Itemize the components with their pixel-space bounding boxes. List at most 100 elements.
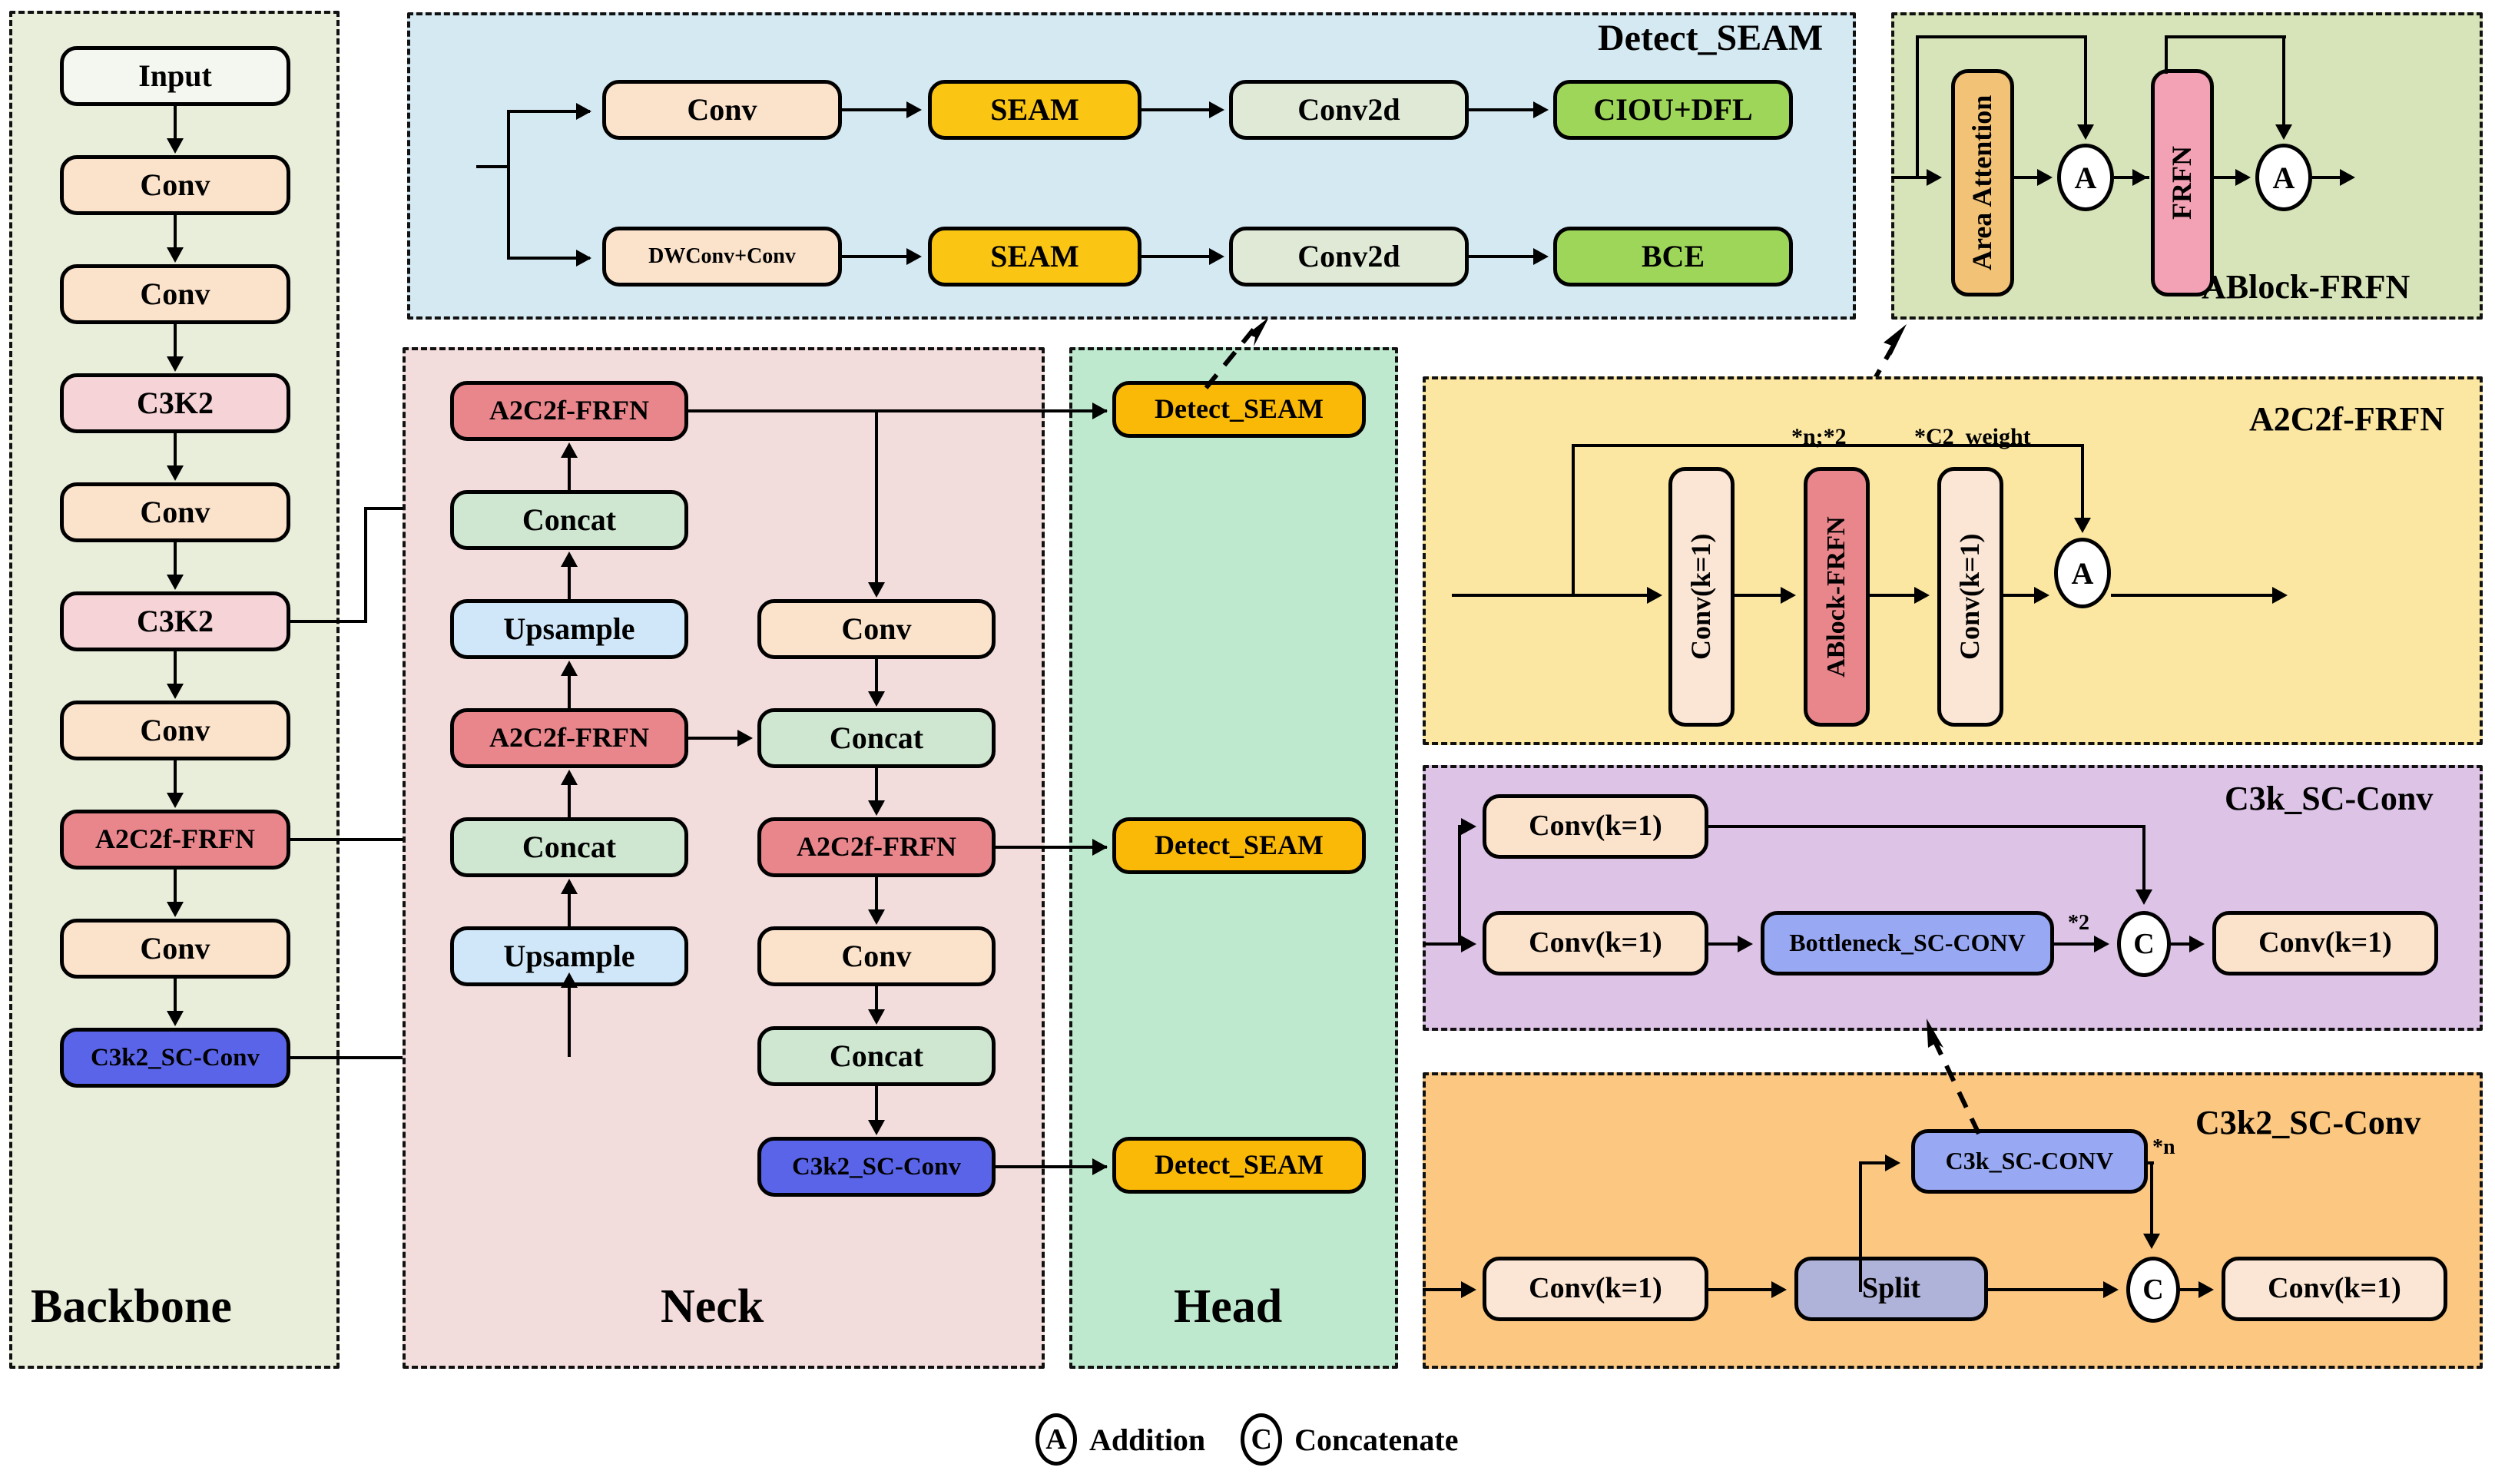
backbone-edge-3 xyxy=(174,324,177,358)
op-label: A xyxy=(2071,555,2094,591)
c3k-top-branch-h xyxy=(1708,825,2145,828)
neck-left-arrowhead-4 xyxy=(561,770,578,785)
ablock-res2-v-left xyxy=(2165,35,2168,74)
backbone-edge-8 xyxy=(174,870,177,903)
op-label: A xyxy=(2272,160,2295,195)
backbone-arrowhead-4 xyxy=(167,465,184,481)
c3k-arrowhead-1 xyxy=(1738,936,1753,952)
c3k2-arrowhead-1 xyxy=(1771,1281,1787,1298)
node-label: Concat xyxy=(522,502,617,537)
detect-seam-panel-label: Detect_SEAM xyxy=(1598,18,1824,58)
node-label: Conv2d xyxy=(1297,239,1400,273)
node-label: Conv xyxy=(140,713,210,747)
neck-left-edge-2 xyxy=(568,567,571,599)
node-label: Upsample xyxy=(503,939,635,973)
head-panel-label: Head xyxy=(1174,1280,1283,1333)
detect-seam-bottom-edge-2 xyxy=(1141,255,1211,258)
detect-seam-top-arrowhead-2 xyxy=(1209,101,1224,118)
detect-seam-bottom-arrowhead-1 xyxy=(906,248,922,265)
detect-seam-split-arrowhead-top xyxy=(576,103,591,120)
node-label: A2C2f-FRFN xyxy=(489,395,649,426)
detect-seam-split-stub xyxy=(476,165,509,168)
legend-addition-icon: A xyxy=(1035,1413,1077,1466)
callout-detect-seam xyxy=(1204,317,1269,389)
ablock-op-addition-1: A xyxy=(2057,144,2114,211)
node-label: C3K2 xyxy=(137,604,214,638)
c3k-edge-1 xyxy=(1708,942,1741,946)
ablock-edge-1 xyxy=(2014,176,2042,179)
a2c2f-out-edge xyxy=(2111,594,2278,597)
c3k2-branch-v-down xyxy=(2150,1161,2153,1235)
node-label: Conv xyxy=(140,277,210,311)
ablock-res1-v-right xyxy=(2084,35,2087,126)
a2c2f-edge-2 xyxy=(1870,594,1917,597)
head-node-detect-seam-2: Detect_SEAM xyxy=(1112,817,1366,874)
c3k2-branch-arrowhead-down xyxy=(2143,1234,2160,1249)
c3k2-branch-v-up xyxy=(1859,1161,1862,1292)
detect-seam-node-conv2d-2: Conv2d xyxy=(1229,227,1469,287)
c3k2-op-concat: C xyxy=(2126,1257,2180,1323)
node-label: Conv(k=1) xyxy=(1529,810,1662,843)
detect-seam-split-arrowhead-bottom xyxy=(576,250,591,267)
detect-seam-top-edge-1 xyxy=(842,108,911,111)
ablock-res1-arrowhead xyxy=(2077,124,2094,140)
node-label: Conv(k=1) xyxy=(1529,926,1662,959)
node-label: Conv(k=1) xyxy=(2258,926,2392,959)
neck-node-upsample-1: Upsample xyxy=(450,599,688,659)
detect-seam-bottom-arrowhead-3 xyxy=(1533,248,1549,265)
ablock-out-edge xyxy=(2312,176,2346,179)
head-edge-2 xyxy=(996,846,1107,849)
a2c2f-op-addition: A xyxy=(2054,538,2111,608)
a2c2f-in-arrowhead xyxy=(1647,587,1662,604)
skip-c3k2-v xyxy=(364,507,367,621)
backbone-node-a2c2f-frfn: A2C2f-FRFN xyxy=(60,810,290,870)
c3k2-branch-arrowhead-up xyxy=(1885,1154,1900,1171)
c3k-split-arrowhead-top xyxy=(1461,818,1476,835)
neck-right-arrowhead-4 xyxy=(868,1009,885,1025)
neck-right-edge-3 xyxy=(875,877,878,911)
neck-node-conv-1: Conv xyxy=(757,599,996,659)
node-label: Area Attention xyxy=(1967,94,1998,271)
node-label: Conv(k=1) xyxy=(1685,533,1717,661)
node-label: Conv xyxy=(140,167,210,202)
detect-seam-top-edge-2 xyxy=(1141,108,1211,111)
c3k2-edge-1 xyxy=(1708,1288,1773,1291)
c3k2-node-c3k-sc-conv: C3k_SC-CONV xyxy=(1911,1129,2148,1194)
c3k-node-conv-k1-out: Conv(k=1) xyxy=(2212,911,2438,976)
skip-c3k2-h1 xyxy=(290,620,367,623)
node-label: SEAM xyxy=(990,239,1079,273)
neck-left-edge-1 xyxy=(568,458,571,490)
a2c2f-out-arrowhead xyxy=(2272,587,2288,604)
head-node-detect-seam-3: Detect_SEAM xyxy=(1112,1137,1366,1194)
neck-right-arrowhead-2 xyxy=(868,800,885,816)
legend: A Addition C Concatenate xyxy=(1035,1413,1493,1466)
ablock-edge-3 xyxy=(2214,176,2243,179)
a2c2f-res-h xyxy=(1572,444,2084,447)
node-label: SEAM xyxy=(990,92,1079,127)
neck-right-edge-1 xyxy=(875,659,878,693)
a2c2f-edge-3 xyxy=(2003,594,2036,597)
c3k2-sc-conv-panel-label: C3k2_SC-Conv xyxy=(2195,1104,2421,1141)
a2c2f-res-v-right xyxy=(2081,444,2084,519)
neck-right-edge-5 xyxy=(875,1086,878,1121)
node-label: Conv xyxy=(841,939,912,973)
legend-concatenate-label: Concatenate xyxy=(1294,1422,1459,1457)
head-edge-3 xyxy=(996,1165,1107,1168)
ablock-res1-h xyxy=(1916,35,2086,38)
neck-left-edge-5 xyxy=(568,894,571,926)
detect-seam-node-conv2d-1: Conv2d xyxy=(1229,80,1469,140)
ablock-arrowhead-2 xyxy=(2132,169,2148,186)
neck-node-concat-4: Concat xyxy=(757,1026,996,1086)
ablock-frfn-panel-label: ABlock-FRFN xyxy=(2202,268,2411,306)
c3k2-annotation-xn: *n xyxy=(2152,1135,2175,1159)
c3k-split-arrowhead-bottom xyxy=(1461,936,1476,952)
node-label: C3k2_SC-Conv xyxy=(90,1043,260,1072)
neck-left-arrowhead-6 xyxy=(561,972,578,988)
neck-left-arrowhead-2 xyxy=(561,552,578,567)
c3k-arrowhead-3 xyxy=(2189,936,2205,952)
node-label: C3k_SC-CONV xyxy=(1945,1147,2114,1175)
ablock-op-addition-2: A xyxy=(2255,144,2312,211)
node-label: A2C2f-FRFN xyxy=(797,831,956,863)
node-label: Detect_SEAM xyxy=(1155,1149,1324,1181)
neck-top-branch-h xyxy=(688,409,876,412)
